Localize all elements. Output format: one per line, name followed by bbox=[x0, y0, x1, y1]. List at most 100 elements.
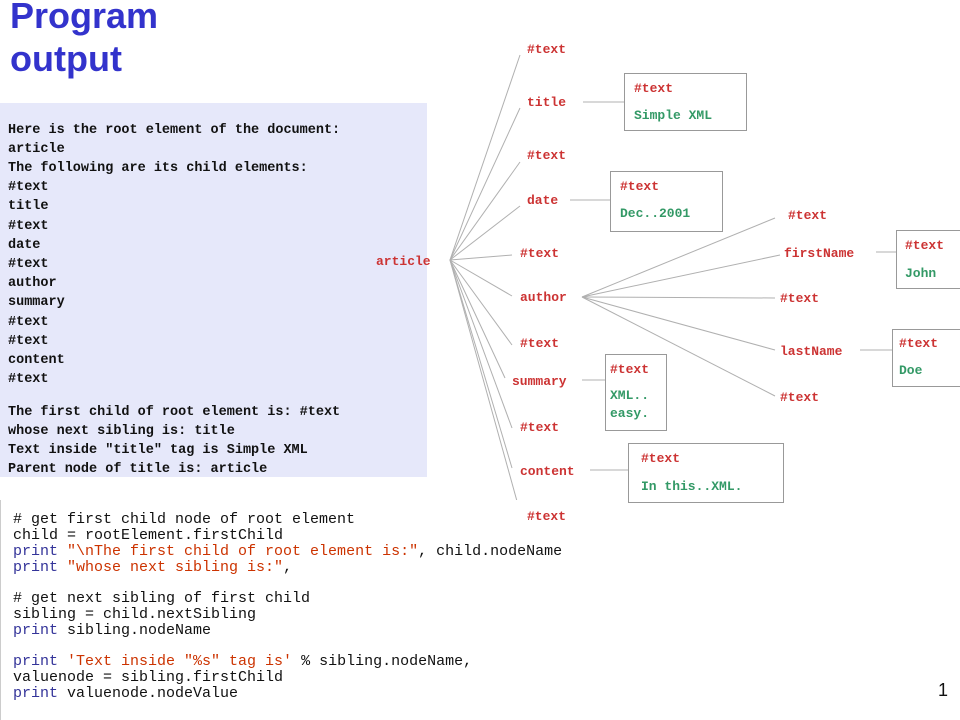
text-box-date: #text Dec..2001 bbox=[610, 171, 723, 232]
code-line: child = rootElement.firstChild bbox=[13, 527, 284, 544]
box-value: XML.. bbox=[610, 388, 650, 403]
code-listing: # get first child node of root element c… bbox=[0, 500, 960, 720]
page-number: 1 bbox=[937, 680, 948, 700]
edge-article-text-3 bbox=[449, 254, 513, 261]
code-line: print valuenode.nodeValue bbox=[13, 685, 238, 702]
output-line: Text inside "title" tag is Simple XML bbox=[8, 443, 308, 458]
node-summary: summary bbox=[512, 374, 567, 389]
output-line: date bbox=[8, 238, 41, 253]
code-keyword: print bbox=[13, 685, 59, 702]
edge-author-text-3 bbox=[581, 296, 776, 397]
title-line-1: Program bbox=[10, 0, 159, 36]
box-label: #text bbox=[610, 362, 650, 377]
code-comment: # get first child node of root element bbox=[13, 511, 356, 528]
box-label: #text bbox=[634, 81, 674, 96]
box-value: Simple XML bbox=[634, 108, 713, 123]
edge-author-text-2 bbox=[581, 296, 776, 299]
edge-author-firstname bbox=[581, 254, 781, 298]
dom-tree-connectors bbox=[449, 54, 896, 500]
code-rest: , child.nodeName bbox=[418, 543, 563, 560]
text-box-firstname: #text John bbox=[896, 230, 960, 289]
edge-article-author bbox=[449, 259, 513, 297]
code-string: "\nThe first child of root element is:" bbox=[58, 543, 419, 560]
code-keyword: print bbox=[13, 543, 59, 560]
program-output-panel: Here is the root element of the document… bbox=[0, 103, 427, 477]
node-title: title bbox=[527, 95, 567, 110]
node-text: #text bbox=[780, 390, 820, 405]
edge-article-summary bbox=[449, 259, 506, 379]
box-label: #text bbox=[905, 238, 945, 253]
text-box-title: #text Simple XML bbox=[624, 73, 747, 131]
code-rest: valuenode.nodeValue bbox=[58, 685, 239, 702]
node-date: date bbox=[527, 193, 559, 208]
code-rest: sibling.nodeName bbox=[58, 622, 212, 639]
box-label: #text bbox=[899, 336, 939, 351]
node-text: #text bbox=[788, 208, 828, 223]
code-rest: , bbox=[283, 559, 293, 576]
output-line: #text bbox=[8, 180, 49, 195]
node-text: #text bbox=[780, 291, 820, 306]
node-text: #text bbox=[520, 336, 560, 351]
code-line: valuenode = sibling.firstChild bbox=[13, 669, 284, 686]
code-line: print "whose next sibling is:", bbox=[13, 559, 292, 576]
title-line-2: output bbox=[10, 38, 122, 79]
edge-article-date bbox=[449, 205, 521, 261]
output-line: #text bbox=[8, 219, 49, 234]
output-line: The first child of root element is: #tex… bbox=[8, 405, 341, 420]
box-value: easy. bbox=[610, 406, 650, 421]
node-text: #text bbox=[527, 148, 567, 163]
output-line: #text bbox=[8, 372, 49, 387]
output-line: content bbox=[8, 353, 65, 368]
edge-article-text-4 bbox=[449, 259, 513, 346]
code-line: print sibling.nodeName bbox=[13, 622, 211, 639]
node-author: author bbox=[520, 290, 567, 305]
output-line: summary bbox=[8, 295, 65, 310]
text-box-lastname: #text Doe bbox=[892, 329, 960, 387]
edge-article-text-6 bbox=[449, 259, 518, 500]
code-rest: % sibling.nodeName, bbox=[292, 653, 473, 670]
box-label: #text bbox=[641, 451, 681, 466]
text-box-content: #text In this..XML. bbox=[628, 443, 784, 503]
output-line: whose next sibling is: title bbox=[8, 424, 235, 439]
edge-article-text-2 bbox=[449, 161, 521, 261]
node-text: #text bbox=[520, 246, 560, 261]
edge-article-title bbox=[449, 107, 521, 261]
output-line: #text bbox=[8, 334, 49, 349]
box-value: Doe bbox=[899, 363, 923, 378]
box-value: John bbox=[905, 266, 937, 281]
output-line: The following are its child elements: bbox=[8, 161, 308, 176]
code-keyword: print bbox=[13, 653, 59, 670]
box-value: Dec..2001 bbox=[620, 206, 691, 221]
node-firstname: firstName bbox=[784, 246, 855, 261]
output-line: Here is the root element of the document… bbox=[8, 123, 341, 138]
text-box-summary: #text XML.. easy. bbox=[605, 354, 667, 431]
code-line: print 'Text inside "%s" tag is' % siblin… bbox=[13, 653, 472, 670]
node-text: #text bbox=[527, 42, 567, 57]
output-line: #text bbox=[8, 257, 49, 272]
node-text: #text bbox=[527, 509, 567, 524]
code-keyword: print bbox=[13, 559, 59, 576]
box-value: In this..XML. bbox=[641, 479, 743, 494]
box-label: #text bbox=[620, 179, 660, 194]
code-string: 'Text inside "%s" tag is' bbox=[58, 653, 293, 670]
slide-title: Program output bbox=[10, 0, 158, 80]
code-comment: # get next sibling of first child bbox=[13, 590, 311, 607]
node-lastname: lastName bbox=[780, 344, 843, 359]
output-line: title bbox=[8, 199, 49, 214]
edge-author-lastname bbox=[581, 296, 776, 351]
output-line: Parent node of title is: article bbox=[8, 462, 268, 477]
node-text: #text bbox=[520, 420, 560, 435]
edge-article-text-5 bbox=[449, 259, 513, 429]
code-string: "whose next sibling is:" bbox=[58, 559, 284, 576]
code-keyword: print bbox=[13, 622, 59, 639]
code-line: print "\nThe first child of root element… bbox=[13, 543, 562, 560]
node-article: article bbox=[376, 254, 431, 269]
edge-author-text-1 bbox=[581, 217, 776, 298]
output-line: author bbox=[8, 276, 57, 291]
output-line: article bbox=[8, 142, 65, 157]
node-content: content bbox=[520, 464, 575, 479]
output-line: #text bbox=[8, 315, 49, 330]
code-line: sibling = child.nextSibling bbox=[13, 606, 257, 623]
edge-article-text-1 bbox=[449, 54, 521, 261]
edge-article-content bbox=[449, 259, 513, 469]
